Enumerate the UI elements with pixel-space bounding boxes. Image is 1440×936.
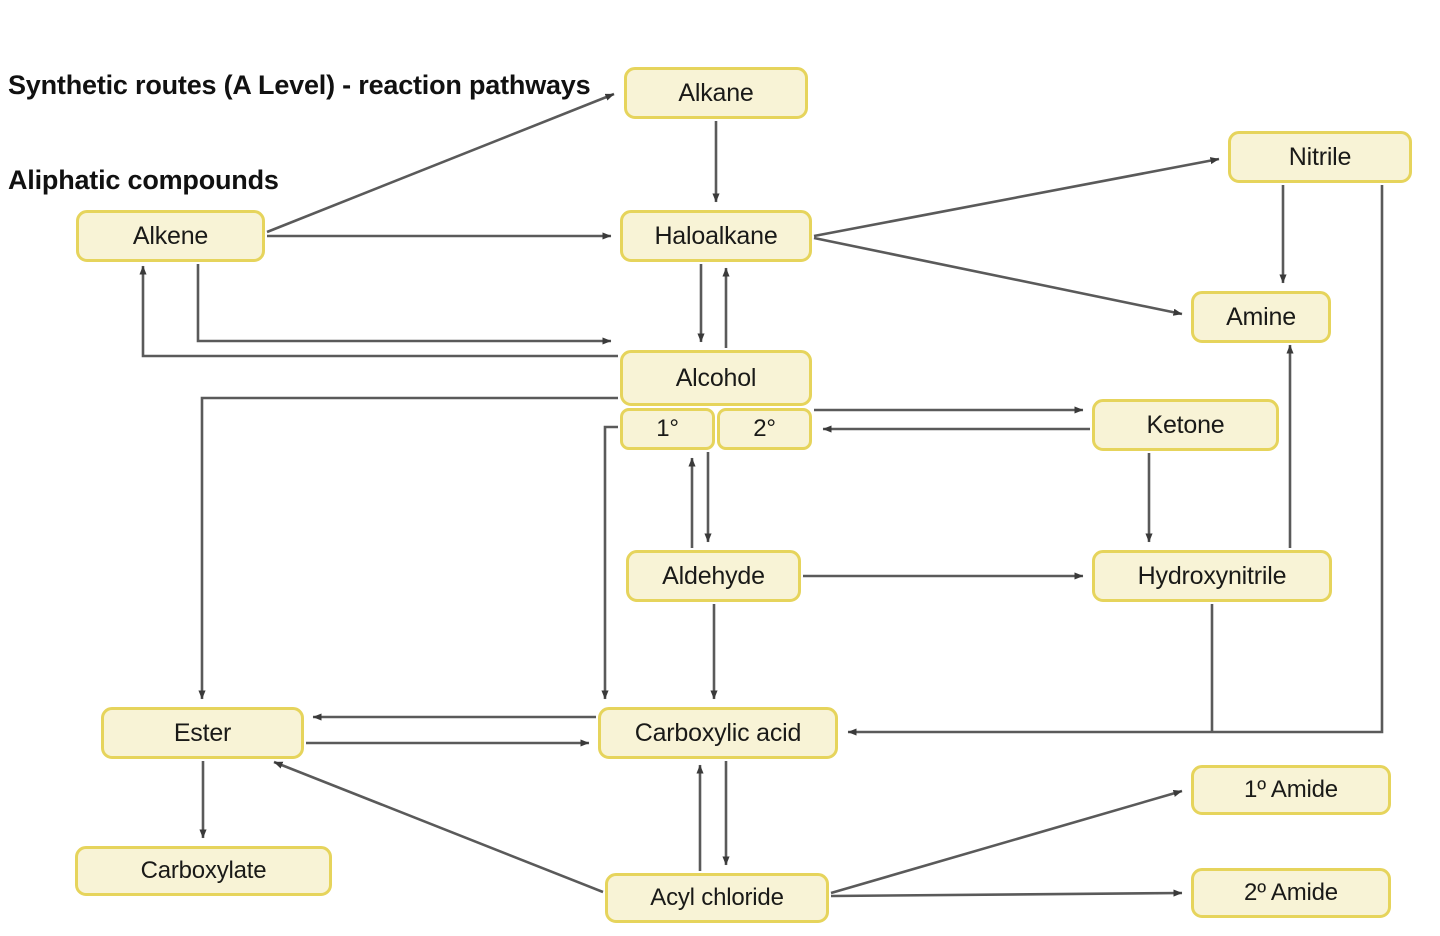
node-label: Aldehyde: [662, 561, 765, 590]
node-alkene[interactable]: Alkene: [76, 210, 265, 262]
node-label: Amine: [1226, 302, 1296, 331]
edge-haloalkane-to-amine: [813, 236, 1183, 316]
node-label: 1º Amide: [1244, 776, 1338, 803]
node-label: Alcohol: [675, 363, 757, 392]
node-label: Alkane: [678, 78, 754, 107]
edge-alcohol-to-alkene: [139, 265, 618, 358]
page-title: Synthetic routes (A Level) - reaction pa…: [8, 6, 591, 261]
node-label: Carboxylate: [140, 857, 267, 884]
node-alcohol[interactable]: Alcohol: [620, 350, 812, 406]
edge-alkene-to-alcohol: [196, 264, 612, 345]
node-alkane[interactable]: Alkane: [624, 67, 808, 119]
node-carboxylate[interactable]: Carboxylate: [75, 846, 332, 896]
edge-acyl-chloride-to-amide-primary: [830, 789, 1183, 895]
node-carboxylic-acid[interactable]: Carboxylic acid: [598, 707, 838, 759]
node-aldehyde[interactable]: Aldehyde: [626, 550, 801, 602]
title-line-1: Synthetic routes (A Level) - reaction pa…: [8, 69, 591, 100]
edge-alcohol-to-ester: [198, 396, 618, 700]
node-label: Hydroxynitrile: [1137, 561, 1287, 590]
edge-acyl-chloride-to-ester: [273, 760, 604, 894]
node-ester[interactable]: Ester: [101, 707, 304, 759]
node-label: 1°: [656, 415, 679, 442]
node-haloalkane[interactable]: Haloalkane: [620, 210, 812, 262]
edge-nitrile-to-carboxylic-acid: [847, 185, 1384, 736]
node-label: Haloalkane: [654, 221, 778, 250]
node-alcohol-primary[interactable]: 1°: [620, 408, 715, 450]
node-amide-primary[interactable]: 1º Amide: [1191, 765, 1391, 815]
node-label: Carboxylic acid: [634, 718, 802, 747]
node-hydroxynitrile[interactable]: Hydroxynitrile: [1092, 550, 1332, 602]
edge-alkene-to-alkane: [266, 92, 615, 234]
title-line-2: Aliphatic compounds: [8, 165, 279, 196]
node-amine[interactable]: Amine: [1191, 291, 1331, 343]
node-label: Ketone: [1146, 410, 1225, 439]
node-acyl-chloride[interactable]: Acyl chloride: [605, 873, 829, 923]
node-alcohol-secondary[interactable]: 2°: [717, 408, 812, 450]
node-nitrile[interactable]: Nitrile: [1228, 131, 1412, 183]
edge-haloalkane-to-nitrile: [813, 157, 1220, 238]
edge-alcohol-primary-to-carboxylic-acid: [601, 425, 618, 700]
node-label: Ester: [173, 718, 232, 747]
node-label: Acyl chloride: [650, 884, 784, 911]
node-ketone[interactable]: Ketone: [1092, 399, 1279, 451]
node-label: Nitrile: [1288, 142, 1352, 171]
node-label: 2º Amide: [1244, 879, 1338, 906]
edge-acyl-chloride-to-amide-secondary: [830, 889, 1183, 898]
node-label: Alkene: [132, 221, 209, 250]
node-label: 2°: [753, 415, 776, 442]
node-amide-secondary[interactable]: 2º Amide: [1191, 868, 1391, 918]
